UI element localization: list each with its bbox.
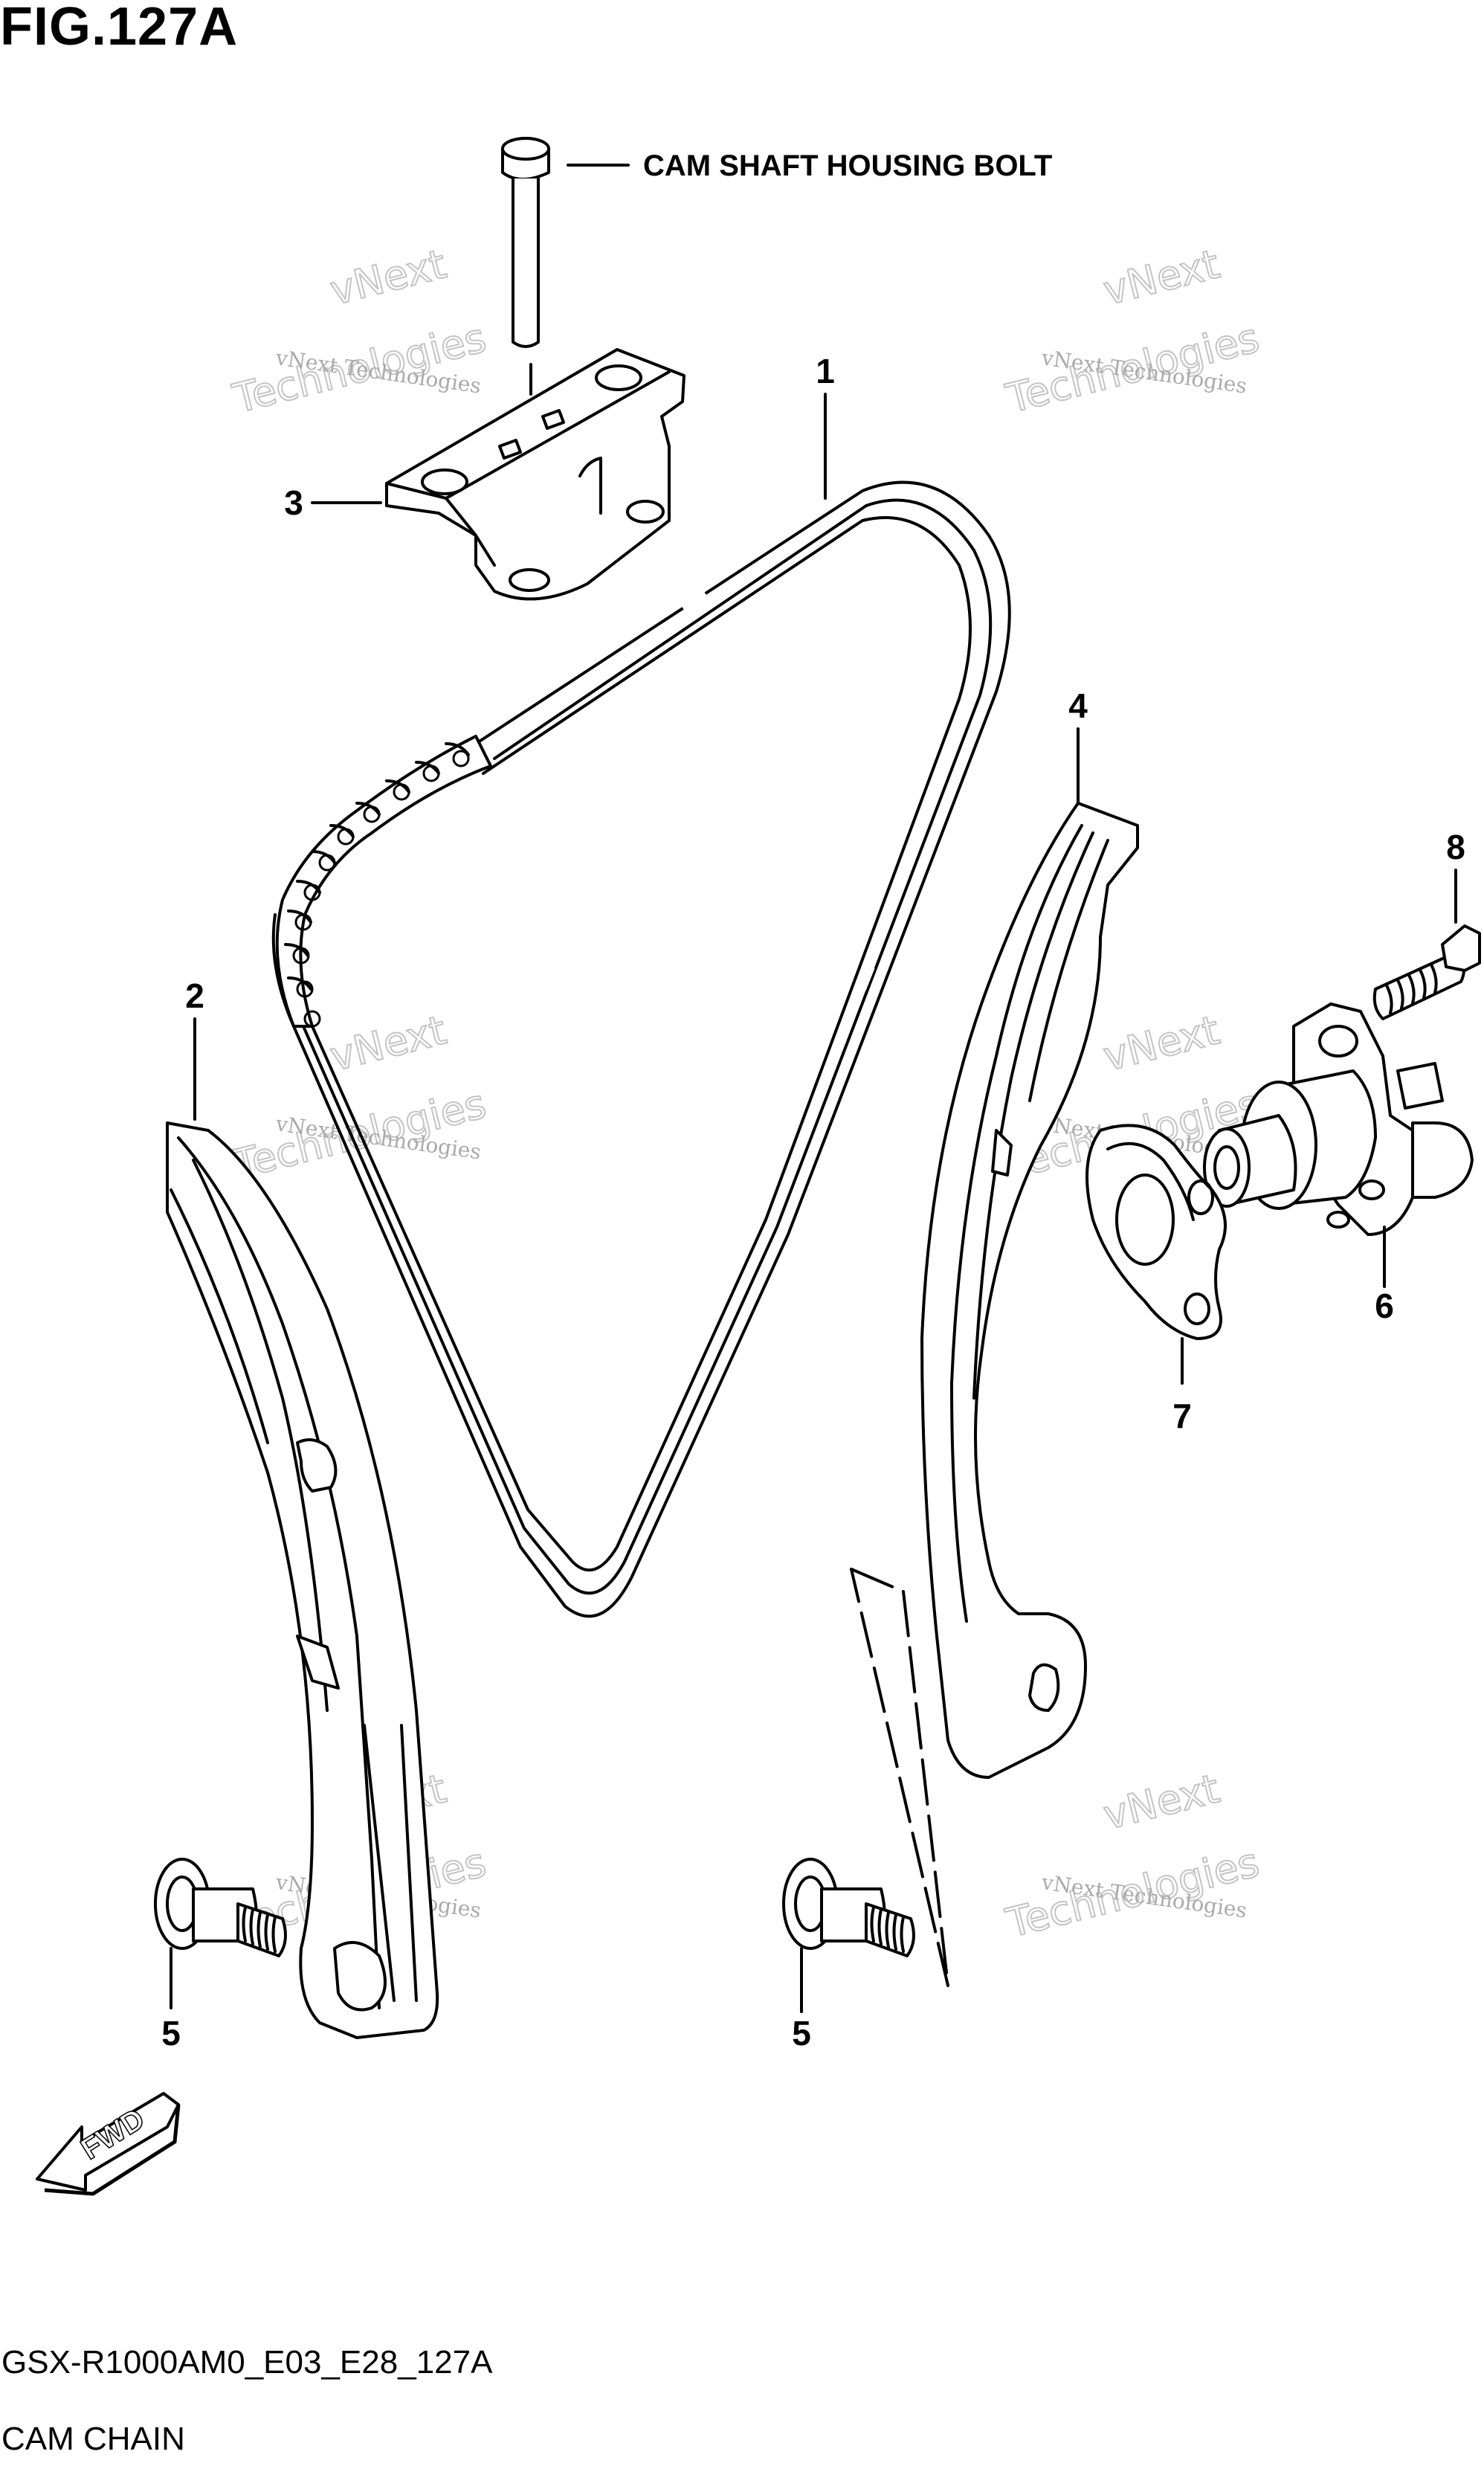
- part-5-bolt-left: 5: [154, 1858, 287, 2053]
- callout-8: 8: [1446, 828, 1465, 866]
- chain-links: [275, 735, 492, 1028]
- callout-2: 2: [185, 976, 204, 1015]
- figure-name: CAM CHAIN: [1, 2421, 185, 2457]
- watermark-1: vNext Technologies vNext Technologies: [228, 239, 491, 423]
- callout-3: 3: [284, 483, 303, 522]
- callout-4: 4: [1068, 686, 1088, 725]
- part-1-cam-chain: 1: [271, 352, 1011, 1618]
- svg-text:vNext: vNext: [1099, 1006, 1224, 1080]
- figure-code: GSX-R1000AM0_E03_E28_127A: [1, 2344, 493, 2381]
- part-8-bolt: 8: [1372, 828, 1481, 1020]
- svg-text:vNext: vNext: [1099, 1765, 1224, 1838]
- fwd-arrow: FWD: [36, 2092, 181, 2196]
- callout-6: 6: [1375, 1287, 1394, 1325]
- callout-1: 1: [816, 352, 835, 390]
- cam-shaft-housing-bolt-label: CAM SHAFT HOUSING BOLT: [643, 149, 1052, 182]
- part-4-tensioner-guide: 4: [920, 686, 1139, 1779]
- part-5-bolt-right: 5: [782, 1858, 915, 2053]
- callout-5-right: 5: [792, 2014, 811, 2053]
- watermark-3: vNext Technologies vNext Technologies: [228, 1005, 491, 1189]
- svg-text:vNext: vNext: [326, 1006, 451, 1080]
- watermark-big-top: vNext: [326, 240, 451, 314]
- part-6-tensioner-adjuster: 6: [1203, 1002, 1474, 1325]
- part-3-cam-shaft-housing: 3: [284, 348, 685, 601]
- svg-text:vNext: vNext: [1099, 240, 1224, 314]
- part-7-gasket: 7: [1085, 1124, 1227, 1435]
- watermark-6: vNext Technologies vNext Technologies: [1001, 1764, 1265, 1948]
- callout-5-left: 5: [161, 2014, 181, 2053]
- cam-shaft-housing-bolt: CAM SHAFT HOUSING BOLT: [501, 137, 1052, 567]
- watermark-2: vNext Technologies vNext Technologies: [1001, 239, 1265, 423]
- callout-7: 7: [1172, 1397, 1192, 1435]
- guide-leader: [850, 1568, 949, 1987]
- part-2-chain-guide: 2: [166, 976, 439, 2039]
- figure-title: FIG.127A: [0, 0, 239, 57]
